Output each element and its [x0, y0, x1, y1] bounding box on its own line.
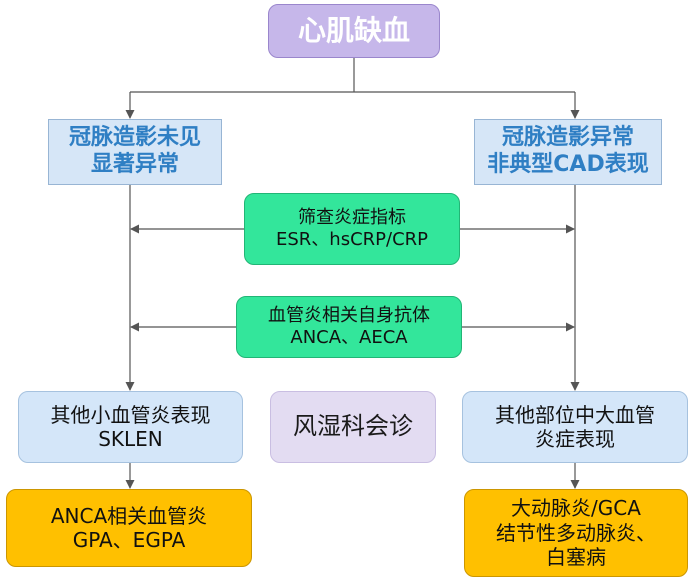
inflammation-markers-list: ESR、hsCRP/CRP [275, 229, 428, 250]
root-node-myocardial-ischemia: 心肌缺血 [268, 4, 440, 58]
branch-left-line-2: 显著异常 [90, 152, 179, 177]
large-vessel-inflammation-node: 其他部位中大血管 炎症表现 [462, 391, 688, 463]
small-vessel-detail: SKLEN [98, 427, 163, 451]
small-vessel-title: 其他小血管炎表现 [50, 402, 211, 427]
anca-vasculitis-outcome: ANCA相关血管炎 GPA、EGPA [6, 489, 252, 567]
inflammation-markers-title: 筛查炎症指标 [298, 207, 406, 229]
branch-right-line-1: 冠脉造影异常 [501, 125, 634, 151]
autoantibody-title: 血管炎相关自身抗体 [268, 305, 430, 327]
autoantibody-list: ANCA、AECA [290, 327, 408, 348]
branch-abnormal-angiography: 冠脉造影异常 非典型CAD表现 [474, 119, 662, 185]
large-vessel-outcome-line-2: 结节性多动脉炎、 [496, 520, 656, 545]
anca-outcome-title: ANCA相关血管炎 [50, 503, 208, 528]
rheumatology-consult-node: 风湿科会诊 [270, 391, 436, 463]
large-vessel-line-1: 其他部位中大血管 [495, 402, 655, 427]
large-vessel-vasculitis-outcome: 大动脉炎/GCA 结节性多动脉炎、 白塞病 [464, 489, 688, 577]
rheumatology-consult-label: 风湿科会诊 [293, 412, 413, 441]
vasculitis-autoantibody-node: 血管炎相关自身抗体 ANCA、AECA [236, 296, 462, 358]
small-vessel-vasculitis-node: 其他小血管炎表现 SKLEN [18, 391, 243, 463]
large-vessel-outcome-line-3: 白塞病 [546, 545, 606, 570]
branch-left-line-1: 冠脉造影未见 [68, 125, 201, 151]
large-vessel-line-2: 炎症表现 [535, 427, 615, 451]
anca-outcome-detail: GPA、EGPA [72, 528, 186, 552]
inflammation-markers-node: 筛查炎症指标 ESR、hsCRP/CRP [244, 193, 460, 265]
root-node-label: 心肌缺血 [297, 13, 410, 47]
branch-normal-angiography: 冠脉造影未见 显著异常 [48, 119, 222, 185]
large-vessel-outcome-line-1: 大动脉炎/GCA [511, 496, 641, 521]
branch-right-line-2: 非典型CAD表现 [487, 152, 649, 177]
